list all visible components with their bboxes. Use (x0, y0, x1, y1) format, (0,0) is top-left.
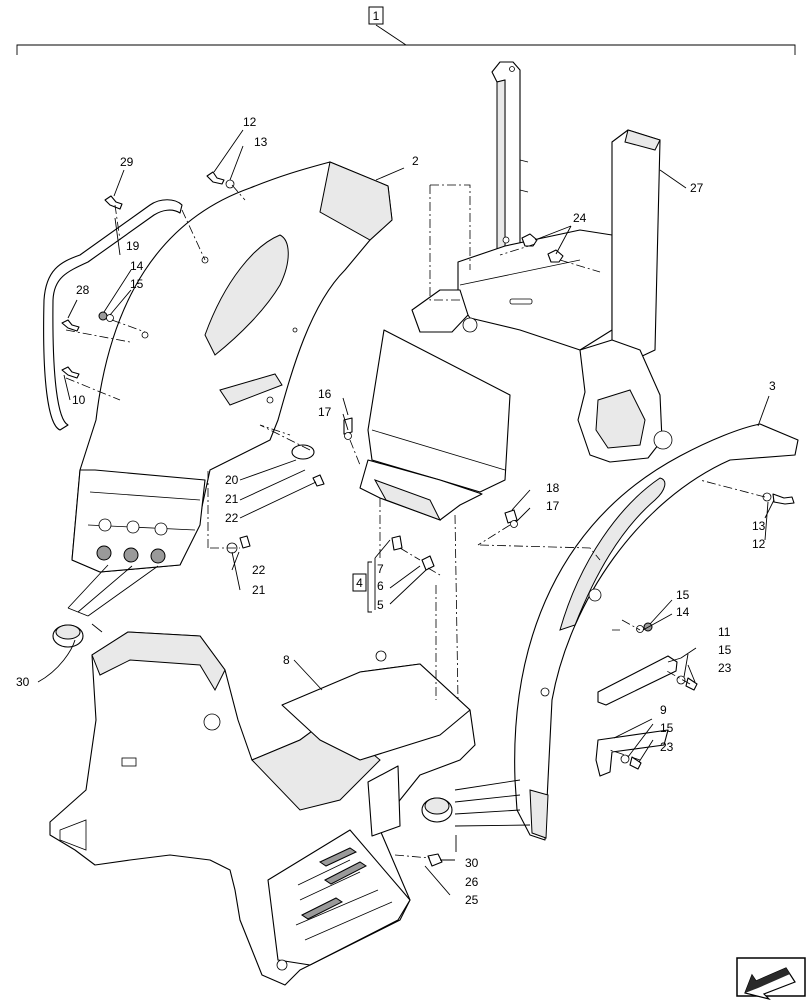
callout-21-center: 21 (225, 492, 239, 506)
bracket-9-part (595, 729, 669, 777)
callout-18: 18 (546, 481, 560, 495)
callout-14-left: 14 (130, 259, 144, 273)
callout-19: 19 (126, 239, 140, 253)
callout-21-lower: 21 (252, 583, 266, 597)
callout-17-center: 17 (318, 405, 332, 419)
callout-20: 20 (225, 473, 239, 487)
group-callout: 4 7 6 5 (352, 561, 384, 613)
callout-12-left: 12 (243, 115, 257, 129)
right-fender-part (514, 423, 799, 841)
callout-8: 8 (283, 653, 290, 667)
platform-frame-part (49, 631, 476, 986)
callout-23-right-b: 23 (660, 740, 674, 754)
arrow-nav-icon[interactable] (736, 957, 806, 1000)
center-panel-part (359, 329, 511, 521)
assembly-callout: 1 (368, 6, 384, 25)
grab-handle-part (43, 199, 183, 431)
group-member-5: 5 (377, 598, 384, 612)
left-fender-part (71, 161, 393, 573)
callout-13-left: 13 (254, 135, 268, 149)
callout-labels: 2 27 24 12 13 29 19 14 15 28 10 16 17 20… (16, 115, 776, 907)
callout-22-center: 22 (225, 511, 239, 525)
group-callout-label: 4 (356, 576, 363, 590)
callout-27: 27 (690, 181, 704, 195)
callout-10: 10 (72, 393, 86, 407)
callout-13-right: 13 (752, 519, 766, 533)
plug-left-part (52, 624, 84, 648)
callout-30-left: 30 (16, 675, 30, 689)
callout-30-right: 30 (465, 856, 479, 870)
assembly-bracket (16, 24, 796, 55)
callout-12-right: 12 (752, 537, 766, 551)
callout-26: 26 (465, 875, 479, 889)
callout-28: 28 (76, 283, 90, 297)
upper-frame-part (411, 61, 673, 463)
callout-16: 16 (318, 387, 332, 401)
group-member-7: 7 (377, 562, 384, 576)
callout-14-right: 14 (676, 605, 690, 619)
group-member-6: 6 (377, 579, 384, 593)
callout-23-right-a: 23 (718, 661, 732, 675)
assembly-callout-label: 1 (373, 9, 380, 23)
callout-3: 3 (769, 379, 776, 393)
assembly-lines (65, 184, 766, 859)
callout-22-lower: 22 (252, 563, 266, 577)
callout-15-right-c: 15 (660, 721, 674, 735)
callout-9: 9 (660, 703, 667, 717)
plug-right-part (421, 797, 453, 823)
callout-2: 2 (412, 154, 419, 168)
callout-24: 24 (573, 211, 587, 225)
callout-15-right-a: 15 (676, 588, 690, 602)
callout-17-right: 17 (546, 499, 560, 513)
callout-15-right-b: 15 (718, 643, 732, 657)
callout-25: 25 (465, 893, 479, 907)
callout-11: 11 (718, 625, 731, 639)
bracket-11-part (597, 655, 678, 706)
callout-29: 29 (120, 155, 134, 169)
callout-15-left: 15 (130, 277, 144, 291)
leader-lines (37, 129, 775, 896)
hardware-items (61, 171, 795, 867)
